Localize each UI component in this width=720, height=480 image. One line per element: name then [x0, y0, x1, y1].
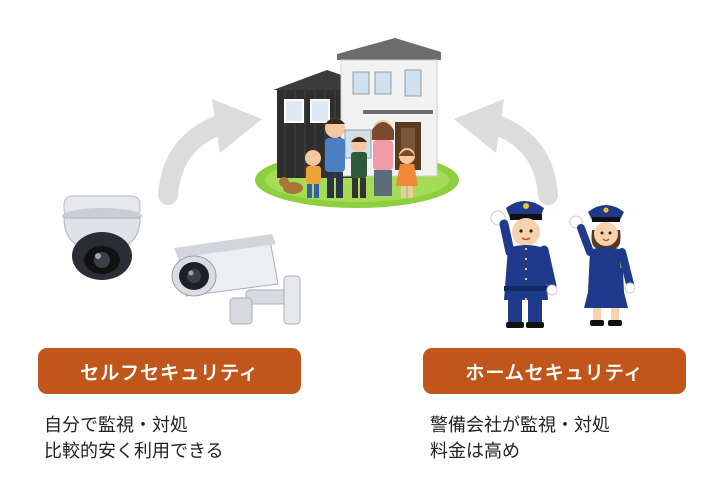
- self-security-line-2: 比較的安く利用できる: [44, 441, 224, 462]
- bullet-camera-icon: [171, 234, 301, 325]
- house-family-illustration: [255, 38, 459, 208]
- home-security-badge: ホームセキュリティ: [423, 348, 686, 394]
- home-security-line-1: 警備会社が監視・対処: [430, 415, 610, 436]
- home-security-line-2: 料金は高め: [430, 441, 520, 462]
- dome-camera-icon: [62, 195, 142, 280]
- self-security-badge: セルフセキュリティ: [38, 348, 301, 394]
- right-curved-arrow-icon: [454, 99, 558, 205]
- left-curved-arrow-icon: [158, 99, 262, 205]
- self-security-line-1: 自分で監視・対処: [44, 415, 188, 436]
- male-guard-icon: [490, 201, 558, 328]
- family-icon: [279, 118, 418, 198]
- female-guard-icon: [569, 205, 636, 326]
- home-security-description: 警備会社が監視・対処 料金は高め: [430, 413, 610, 465]
- self-security-description: 自分で監視・対処 比較的安く利用できる: [44, 413, 224, 465]
